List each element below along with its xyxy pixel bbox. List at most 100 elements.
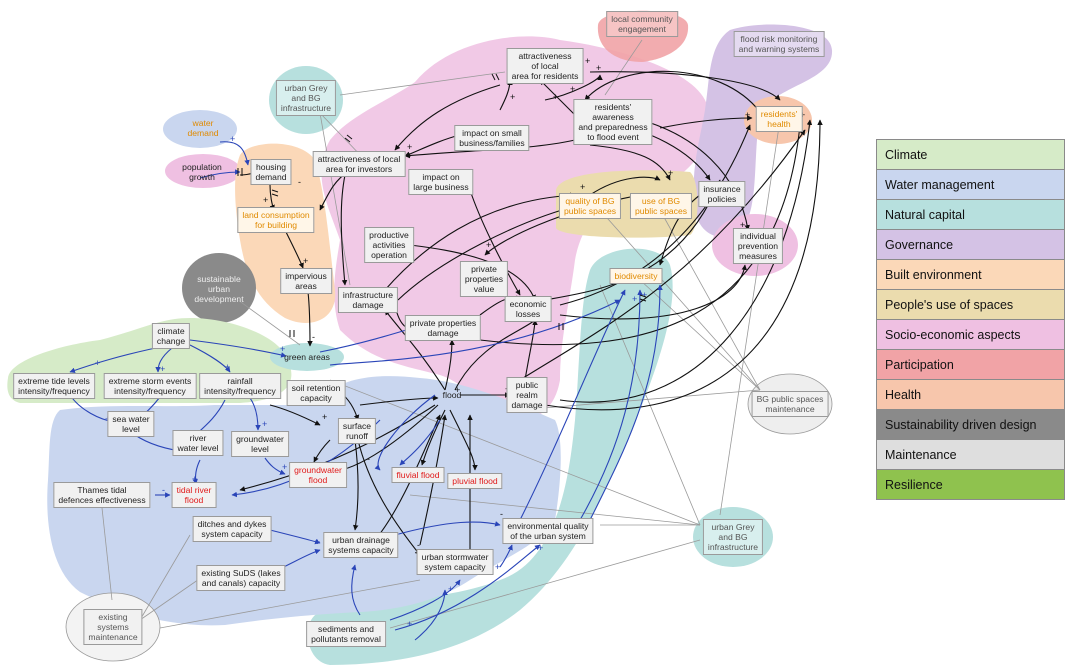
- svg-text:-: -: [162, 485, 165, 495]
- node-housing-demand: housing demand: [250, 159, 292, 185]
- svg-text:+: +: [538, 543, 543, 553]
- legend-maintenance: Maintenance: [876, 439, 1065, 470]
- node-local-community-engagement: local community engagement: [606, 11, 678, 37]
- node-climate-change: climate change: [151, 323, 191, 349]
- region-water-demand: [163, 110, 237, 148]
- node-impervious-areas: impervious areas: [280, 268, 332, 294]
- node-sustainable-urban-dev: sustainable urban development: [194, 274, 244, 304]
- node-env-quality: environmental quality of the urban syste…: [502, 518, 594, 544]
- node-extreme-storm: extreme storm events intensity/frequency: [103, 373, 197, 399]
- node-ditches-dykes: ditches and dykes system capacity: [192, 516, 272, 542]
- node-attractiveness-residents: attractiveness of local area for residen…: [506, 48, 584, 84]
- node-tidal-river-flood: tidal river flood: [171, 482, 217, 508]
- node-sea-water-level: sea water level: [107, 411, 155, 437]
- node-residents-awareness: residents' awareness and preparedness to…: [573, 99, 653, 145]
- node-river-water-level: river water level: [172, 430, 224, 456]
- svg-text:+: +: [322, 412, 327, 422]
- legend-resilience: Resilience: [876, 469, 1065, 500]
- svg-text:+: +: [282, 462, 287, 472]
- node-soil-retention: soil retention capacity: [286, 380, 346, 406]
- node-urban-grey-bg-top: urban Grey and BG infrastructure: [275, 80, 337, 116]
- svg-text:+: +: [510, 92, 515, 102]
- node-thames-tidal: Thames tidal defences effectiveness: [53, 482, 151, 508]
- svg-text:+: +: [800, 110, 805, 120]
- svg-text:+: +: [745, 110, 750, 120]
- node-land-consumption: land consumption for building: [237, 207, 315, 233]
- region-green-areas: [270, 343, 344, 371]
- svg-text:+: +: [407, 142, 412, 152]
- legend-sustainability-design: Sustainability driven design: [876, 409, 1065, 440]
- node-use-bg: use of BG public spaces: [629, 193, 693, 219]
- node-bg-public-spaces-maint: BG public spaces maintenance: [751, 391, 829, 417]
- legend-health: Health: [876, 379, 1065, 410]
- legend-socio-economic: Socio-economic aspects: [876, 319, 1065, 350]
- node-individual-prevention: individual prevention measures: [732, 228, 784, 264]
- node-quality-bg: quality of BG public spaces: [558, 193, 622, 219]
- node-biodiversity: biodiversity: [609, 268, 663, 284]
- svg-text:+: +: [160, 364, 165, 374]
- legend-participation: Participation: [876, 349, 1065, 380]
- svg-text:+: +: [596, 63, 601, 73]
- node-infrastructure-damage: infrastructure damage: [337, 287, 399, 313]
- svg-text:+: +: [225, 362, 230, 372]
- svg-text:+: +: [262, 419, 267, 429]
- node-urban-grey-bg-bottom: urban Grey and BG infrastructure: [702, 519, 764, 555]
- node-private-properties-damage: private properties damage: [404, 315, 482, 341]
- svg-text:+: +: [495, 562, 500, 572]
- svg-text:+: +: [632, 294, 637, 304]
- svg-text:+: +: [486, 240, 491, 250]
- node-extreme-tide: extreme tide levels intensity/frequency: [13, 373, 95, 399]
- node-impact-large-business: impact on large business: [408, 169, 474, 195]
- svg-text:+: +: [303, 256, 308, 266]
- node-groundwater-level: groundwater level: [231, 431, 289, 457]
- node-green-areas: green areas: [284, 352, 330, 362]
- svg-text:+: +: [580, 182, 585, 192]
- svg-text:+: +: [553, 92, 558, 102]
- node-public-realm-damage: public realm damage: [506, 377, 548, 413]
- svg-text:+: +: [263, 195, 268, 205]
- svg-text:+: +: [280, 344, 285, 354]
- svg-text:+: +: [230, 134, 235, 144]
- node-impact-small-business: impact on small business/families: [454, 125, 530, 151]
- svg-text:+: +: [455, 385, 460, 395]
- svg-text:-: -: [417, 540, 420, 550]
- legend: Climate Water management Natural capital…: [876, 139, 1065, 500]
- legend-natural-capital: Natural capital: [876, 199, 1065, 230]
- svg-text:-: -: [367, 454, 370, 464]
- svg-text:+: +: [642, 290, 647, 300]
- svg-text:+: +: [95, 358, 100, 368]
- svg-text:-: -: [500, 509, 503, 519]
- node-urban-stormwater: urban stormwater system capacity: [416, 549, 494, 575]
- legend-built-environment: Built environment: [876, 259, 1065, 290]
- node-private-properties-value: private properties value: [459, 261, 509, 297]
- node-fluvial-flood: fluvial flood: [391, 467, 445, 483]
- node-sediments-pollutants: sediments and pollutants removal: [306, 621, 386, 647]
- svg-text:+: +: [448, 584, 453, 594]
- svg-text:+: +: [585, 56, 590, 66]
- legend-climate: Climate: [876, 139, 1065, 170]
- node-water-demand: water demand: [187, 118, 219, 138]
- region-natural-capital-strip: [307, 248, 673, 666]
- svg-text:-: -: [312, 332, 315, 342]
- node-urban-drainage: urban drainage systems capacity: [323, 532, 399, 558]
- node-pluvial-flood: pluvial flood: [447, 473, 503, 489]
- legend-governance: Governance: [876, 229, 1065, 260]
- svg-text:+: +: [740, 220, 745, 230]
- node-rainfall: rainfall intensity/frequency: [199, 373, 281, 399]
- node-economic-losses: economic losses: [504, 296, 552, 322]
- svg-text:+: +: [315, 537, 320, 547]
- node-insurance-policies: insurance policies: [698, 181, 746, 207]
- svg-text:+: +: [407, 619, 412, 629]
- node-flood: flood: [442, 390, 462, 400]
- node-flood-risk-monitoring: flood risk monitoring and warning system…: [733, 31, 825, 57]
- svg-text:+: +: [192, 474, 197, 484]
- node-surface-runoff: surface runoff: [337, 418, 377, 444]
- node-existing-systems-maint: existing systems maintenance: [83, 609, 143, 645]
- legend-peoples-use: People's use of spaces: [876, 289, 1065, 320]
- node-population-growth: population growth: [182, 162, 222, 182]
- svg-text:-: -: [298, 177, 301, 187]
- node-attractiveness-investors: attractiveness of local area for investo…: [312, 151, 406, 177]
- legend-water-management: Water management: [876, 169, 1065, 200]
- region-peoples-use: [556, 170, 698, 238]
